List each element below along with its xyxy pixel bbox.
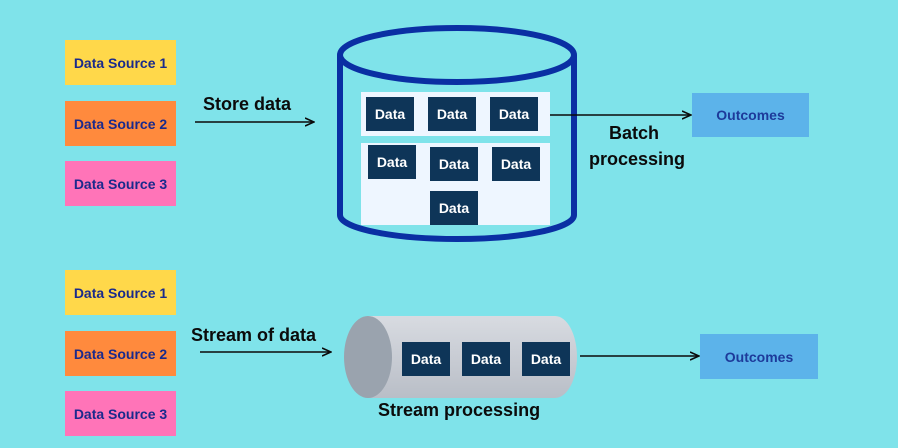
data-chip: Data <box>368 145 416 179</box>
data-chip: Data <box>462 342 510 376</box>
stream-processing-label: Stream processing <box>378 400 541 420</box>
stream-outcomes-box: Outcomes <box>700 334 818 379</box>
stream-source-1: Data Source 1 <box>65 270 176 315</box>
batch-source-1: Data Source 1 <box>65 40 176 85</box>
batch-source-2: Data Source 2 <box>65 101 176 146</box>
data-chip: Data <box>402 342 450 376</box>
data-chip: Data <box>490 97 538 131</box>
data-chip: Data <box>492 147 540 181</box>
stream-source-2: Data Source 2 <box>65 331 176 376</box>
batch-processing-label-line2: processing <box>589 149 686 169</box>
data-chip: Data <box>366 97 414 131</box>
data-chip: Data <box>430 147 478 181</box>
stream-of-data-label: Stream of data <box>191 325 317 345</box>
data-chip: Data <box>428 97 476 131</box>
batch-source-3: Data Source 3 <box>65 161 176 206</box>
data-chip: Data <box>430 191 478 225</box>
batch-outcomes-box: Outcomes <box>692 93 809 137</box>
store-data-label: Store data <box>203 94 292 114</box>
data-chip: Data <box>522 342 570 376</box>
batch-processing-label-line1: Batch <box>609 123 660 143</box>
stream-source-3: Data Source 3 <box>65 391 176 436</box>
